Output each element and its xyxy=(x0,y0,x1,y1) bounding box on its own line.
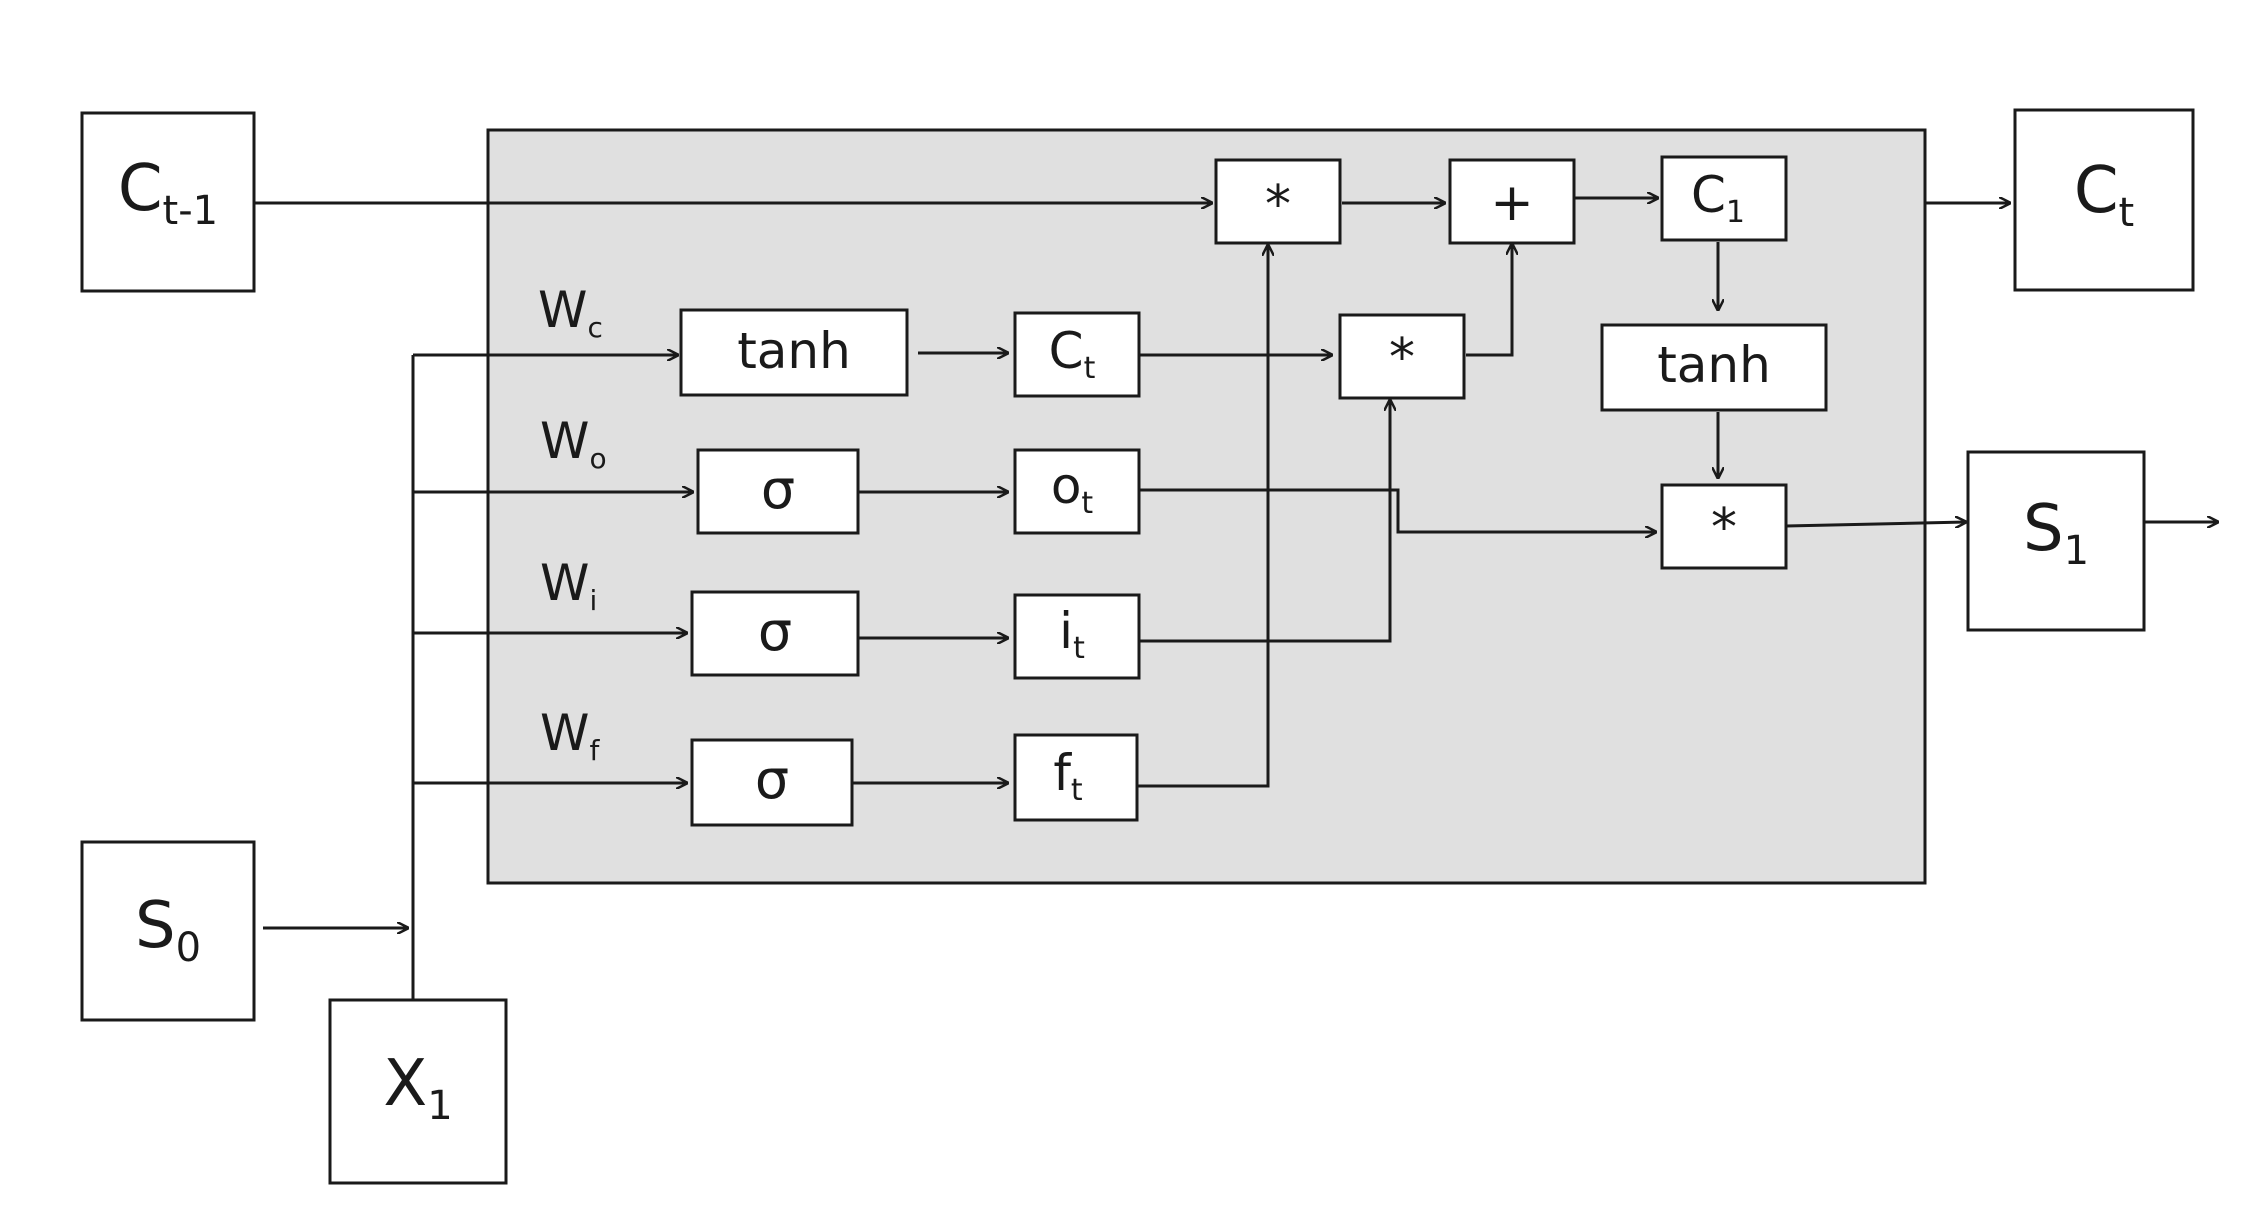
svg-text:*: * xyxy=(1711,498,1737,558)
svg-text:tanh: tanh xyxy=(737,322,851,380)
weight-label-wi: Wi xyxy=(540,554,597,617)
svg-text:tanh: tanh xyxy=(1657,336,1771,394)
node-tanh-c: tanh xyxy=(1600,323,1828,412)
svg-text:ft: ft xyxy=(1053,744,1083,808)
wire-i-t-to-mul-in xyxy=(1140,400,1390,643)
node-c-prev: Ct-1 xyxy=(80,111,256,293)
svg-text:S0: S0 xyxy=(135,889,201,971)
svg-text:Ct: Ct xyxy=(2074,154,2134,236)
wire-mul-in-to-add xyxy=(1466,244,1512,357)
node-c-cand: Ct xyxy=(1013,311,1141,398)
svg-text:σ: σ xyxy=(755,748,789,811)
node-mul-out: * xyxy=(1660,483,1788,570)
svg-text:σ: σ xyxy=(758,600,792,663)
weight-label-wo: Wo xyxy=(540,412,607,475)
svg-text:+: + xyxy=(1490,173,1534,233)
svg-text:C1: C1 xyxy=(1691,166,1745,230)
weight-label-wf: Wf xyxy=(540,704,600,767)
connectors xyxy=(255,198,2218,1000)
node-tanh-in: tanh xyxy=(679,308,909,397)
svg-text:S1: S1 xyxy=(2023,492,2089,574)
node-c-new: C1 xyxy=(1660,155,1788,242)
svg-text:σ: σ xyxy=(761,458,795,521)
weight-labels: Wc Wo Wi Wf xyxy=(538,281,607,767)
node-s0: S0 xyxy=(80,840,256,1022)
node-f-t: ft xyxy=(1013,733,1139,822)
node-add: + xyxy=(1448,158,1576,245)
wire-f-t-to-mul-forget xyxy=(1138,245,1268,788)
weight-label-wc: Wc xyxy=(538,281,603,344)
node-s1: S1 xyxy=(1966,450,2146,632)
wire-o-t-to-mul-out xyxy=(1140,488,1656,532)
node-c-out: Ct xyxy=(2013,108,2195,292)
svg-text:ot: ot xyxy=(1051,457,1094,521)
node-mul-forget: * xyxy=(1214,158,1342,245)
node-sigma-i: σ xyxy=(690,590,860,677)
wire-mul-out-to-s1 xyxy=(1785,522,1966,526)
node-x1: X1 xyxy=(328,998,508,1185)
svg-text:Ct-1: Ct-1 xyxy=(118,152,218,234)
svg-text:*: * xyxy=(1389,328,1415,388)
svg-text:*: * xyxy=(1265,175,1291,235)
node-i-t: it xyxy=(1013,593,1141,680)
svg-text:X1: X1 xyxy=(383,1047,452,1129)
svg-text:Ct: Ct xyxy=(1049,322,1096,386)
node-o-t: ot xyxy=(1013,448,1141,535)
node-sigma-f: σ xyxy=(690,738,854,827)
node-mul-in: * xyxy=(1338,313,1466,400)
svg-text:it: it xyxy=(1059,602,1085,666)
node-sigma-o: σ xyxy=(696,448,860,535)
